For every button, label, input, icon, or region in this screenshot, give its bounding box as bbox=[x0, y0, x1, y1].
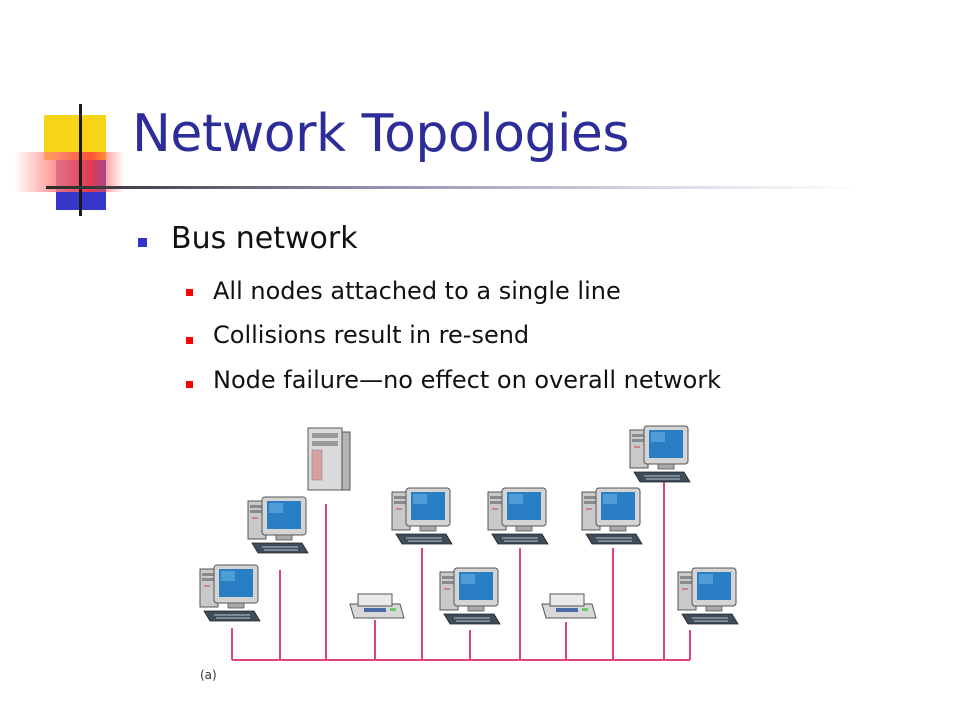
workstation-node bbox=[199, 564, 261, 622]
printer-node bbox=[349, 593, 405, 619]
decorative-red-bar bbox=[14, 152, 124, 192]
workstation-node bbox=[677, 567, 739, 625]
sub-bullet-marker bbox=[186, 289, 193, 296]
server-node bbox=[307, 427, 351, 491]
figure-label: (a) bbox=[200, 668, 217, 682]
bullet-bus-network: Bus network bbox=[171, 221, 358, 256]
printer-node bbox=[541, 593, 597, 619]
bus-network-diagram bbox=[199, 425, 739, 661]
sub-bullet-node-failure: Node failure—no effect on overall networ… bbox=[213, 366, 722, 394]
sub-bullet-marker bbox=[186, 381, 193, 388]
title-underline bbox=[46, 186, 861, 189]
sub-bullet-collisions: Collisions result in re-send bbox=[213, 321, 530, 349]
workstation-node bbox=[247, 496, 309, 554]
workstation-node bbox=[391, 487, 453, 545]
bus-line bbox=[231, 480, 691, 661]
workstation-node bbox=[581, 487, 643, 545]
slide-title: Network Topologies bbox=[132, 104, 630, 164]
workstation-node bbox=[439, 567, 501, 625]
sub-bullet-single-line: All nodes attached to a single line bbox=[213, 277, 621, 305]
workstation-node bbox=[629, 425, 691, 483]
decorative-vertical-line bbox=[79, 104, 82, 216]
bullet-marker bbox=[138, 238, 147, 247]
workstation-node bbox=[487, 487, 549, 545]
sub-bullet-marker bbox=[186, 337, 193, 344]
